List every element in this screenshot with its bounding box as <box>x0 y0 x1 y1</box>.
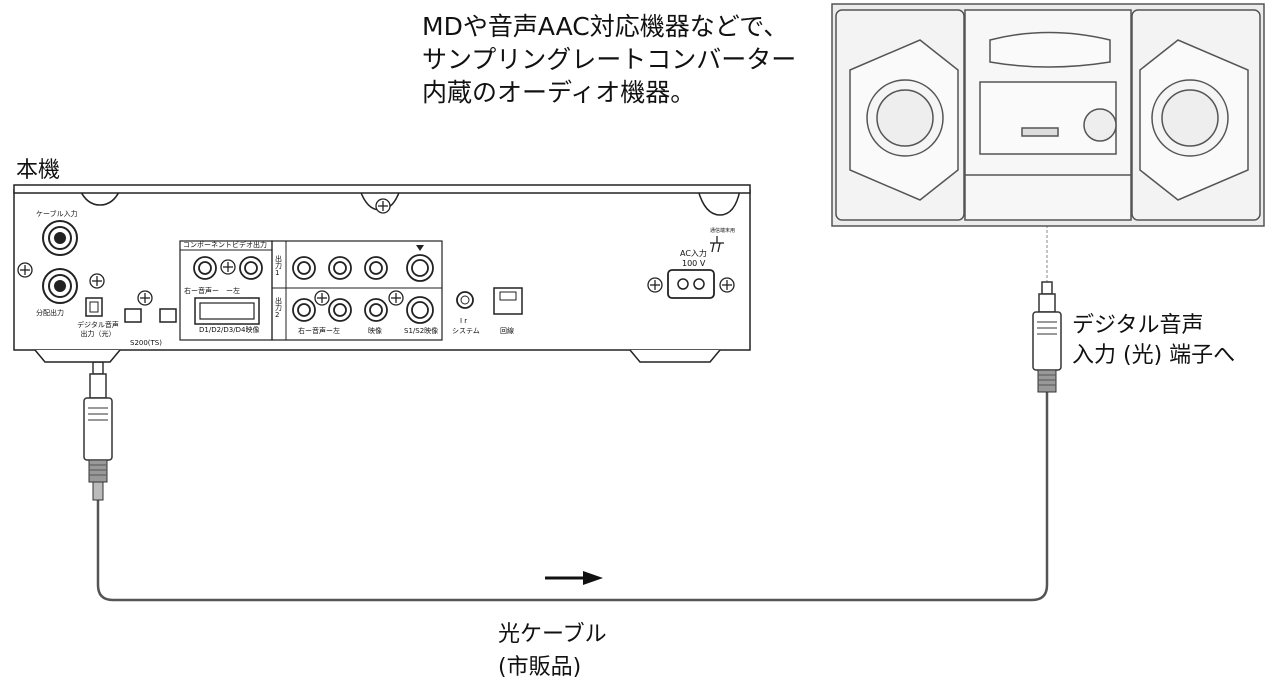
ac-voltage-label: 100 V <box>682 259 706 268</box>
audio-device <box>831 3 1265 227</box>
phone-line-label: 回線 <box>500 327 514 335</box>
video-label: 映像 <box>368 327 382 335</box>
optical-cable-line1: 光ケーブル <box>498 622 607 647</box>
component-title-label: コンポーネントビデオ出力 <box>183 241 267 249</box>
s200-label: S200(TS) <box>130 339 162 347</box>
ac-in-label: AC入力 <box>680 249 707 258</box>
digital-audio-out-label: デジタル音声 出力（光） <box>74 322 122 338</box>
caption-line-2: サンプリングレートコンバーター <box>422 45 797 74</box>
cable-in-label: ケーブル入力 <box>36 210 78 218</box>
ir-label: I r <box>460 317 468 325</box>
digital-audio-out-line2: 出力（光） <box>80 330 116 338</box>
left-optical-plug <box>83 352 113 501</box>
ground-label: 通信端末用 <box>710 228 736 234</box>
receiver-rear-panel <box>13 184 751 363</box>
s-video-label: S1/S2映像 <box>404 327 439 335</box>
optical-cable <box>96 390 1049 602</box>
digital-audio-out-line1: デジタル音声 <box>77 321 119 329</box>
audio-device-caption: MDや音声AAC対応機器などで、 サンプリングレートコンバーター 内蔵のオーディ… <box>422 10 796 109</box>
output-1-label: 出力1 <box>275 255 282 277</box>
caption-line-3: 内蔵のオーディオ機器。 <box>422 78 696 107</box>
system-label: システム <box>452 327 480 335</box>
digital-audio-in-label: デジタル音声 入力 (光) 端子へ <box>1072 311 1235 372</box>
optical-cable-line2: (市販品) <box>498 655 582 680</box>
caption-line-1: MDや音声AAC対応機器などで、 <box>422 12 789 41</box>
right-optical-plug <box>1032 225 1062 393</box>
signal-direction-arrow <box>545 571 603 585</box>
d-terminal-label: D1/D2/D3/D4映像 <box>199 326 260 334</box>
digital-audio-in-line2: 入力 (光) 端子へ <box>1072 343 1236 369</box>
output-2-label: 出力2 <box>275 297 282 319</box>
component-audio-label: 右ー音声ー ー左 <box>184 287 240 295</box>
audio-rl-label: 右ー音声ー左 <box>298 327 340 335</box>
unit-label: 本機 <box>16 158 61 183</box>
optical-cable-label: 光ケーブル (市販品) <box>498 618 607 684</box>
dist-out-label: 分配出力 <box>36 309 64 317</box>
digital-audio-in-line1: デジタル音声 <box>1072 313 1204 338</box>
